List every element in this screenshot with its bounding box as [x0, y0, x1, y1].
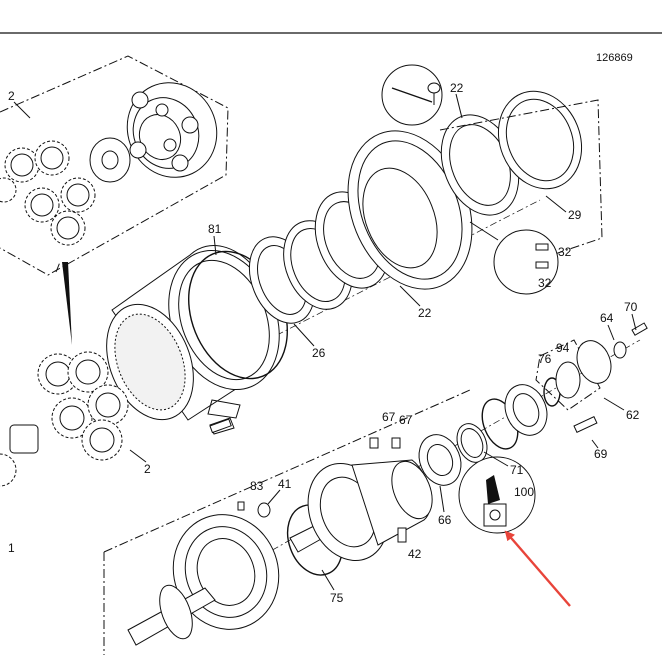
label-2-mid: 2 [144, 462, 151, 476]
reference-number: 126869 [596, 52, 633, 64]
planet-carrier-inset: 2 [0, 55, 229, 345]
label-75: 75 [330, 591, 344, 605]
planet-gears-inset [0, 140, 96, 246]
label-32-b: 32 [538, 276, 552, 290]
spindle-assembly [103, 322, 648, 655]
label-42: 42 [408, 547, 422, 561]
label-94: 94 [556, 341, 570, 355]
label-83: 83 [250, 479, 264, 493]
label-81: 81 [208, 222, 222, 236]
label-22-mid: 22 [418, 306, 432, 320]
label-29: 29 [568, 208, 582, 222]
label-1: 1 [8, 541, 15, 555]
highlight-arrow [504, 530, 571, 607]
label-32-a: 32 [558, 245, 572, 259]
label-100: 100 [514, 485, 534, 499]
label-67-a: 67 [382, 410, 396, 424]
label-62: 62 [626, 408, 640, 422]
label-76: 76 [538, 352, 552, 366]
hub-flange [314, 90, 603, 290]
detail-circle-100 [458, 456, 536, 534]
label-66: 66 [438, 513, 452, 527]
part-labels: 2 1 22 22 29 32 32 81 26 70 64 94 76 62 … [8, 81, 640, 605]
label-67-b: 67 [399, 413, 413, 427]
label-26: 26 [312, 346, 326, 360]
label-64: 64 [600, 311, 614, 325]
inset-pointer [62, 262, 72, 345]
ring-gear-housing [106, 245, 288, 435]
label-70: 70 [624, 300, 638, 314]
snap-ring-26 [248, 220, 353, 324]
detail-circle-22 [381, 64, 443, 126]
label-2-top: 2 [8, 89, 15, 103]
label-22-top: 22 [450, 81, 464, 95]
label-41: 41 [278, 477, 292, 491]
label-69: 69 [594, 447, 608, 461]
bolts [209, 416, 598, 543]
center-axis-upper [169, 199, 541, 391]
planet-gears-mid [0, 351, 129, 487]
label-71: 71 [510, 463, 524, 477]
detail-circle-32 [469, 221, 559, 295]
